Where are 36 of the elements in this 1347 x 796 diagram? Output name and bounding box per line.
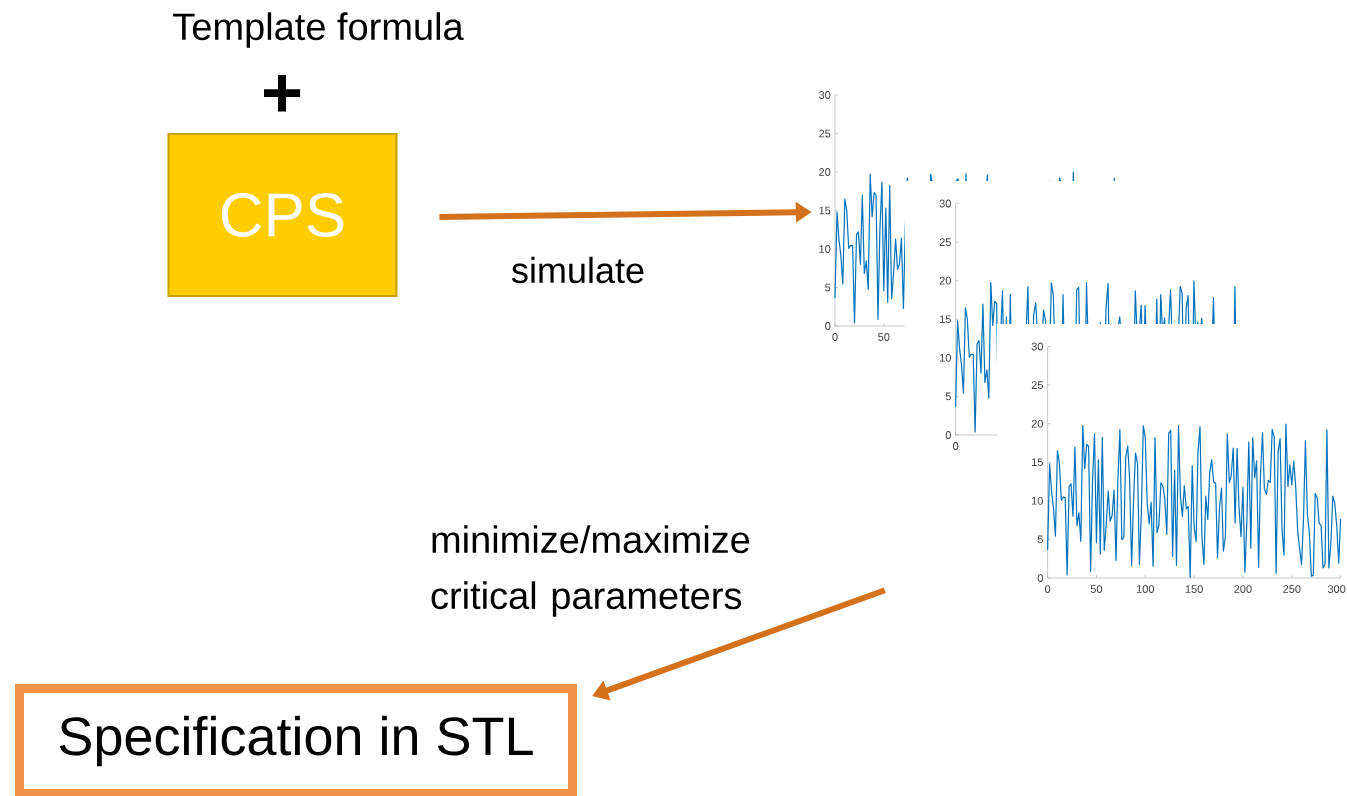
tick-label: 250	[1283, 585, 1301, 593]
tick-label: 0	[1037, 574, 1043, 582]
tick-label: 25	[1031, 381, 1043, 389]
tick-label: 10	[819, 245, 831, 253]
tick-label: 20	[1031, 419, 1043, 428]
tick-label: 100	[1136, 585, 1155, 593]
tick-label: 15	[819, 206, 831, 215]
heading-text: Template formula	[173, 12, 464, 48]
tick-label: 0	[952, 442, 959, 450]
tick-label: 0	[825, 322, 831, 330]
tick-label: 10	[1032, 496, 1043, 505]
edge-label: simulate	[512, 256, 644, 284]
tick-label: 25	[939, 238, 951, 246]
tick-label: 5	[1037, 535, 1043, 544]
tick-label: 25	[819, 129, 831, 138]
tick-label: 150	[1185, 585, 1203, 593]
tick-label: 20	[939, 276, 951, 285]
tick-label: 5	[945, 392, 951, 401]
tick-label: 30	[819, 91, 831, 99]
tick-label: 50	[1090, 585, 1103, 593]
tick-label: 30	[1031, 342, 1043, 351]
edge-label: minimize/maximize critical parameters	[431, 525, 750, 617]
tick-label: 0	[832, 333, 838, 341]
tick-label: 20	[819, 168, 831, 176]
tick-label: 30	[939, 199, 951, 208]
tick-label: 50	[878, 333, 890, 341]
tick-label: 0	[945, 431, 951, 439]
result-box: Specification in STL	[15, 684, 577, 796]
tick-label: 300	[1327, 585, 1346, 593]
tick-label: 15	[1032, 458, 1043, 467]
process-box: CPS	[167, 133, 398, 297]
tick-label: 200	[1234, 585, 1252, 593]
tick-label: 5	[825, 283, 831, 292]
tick-label: 15	[940, 315, 951, 324]
tick-label: 10	[940, 353, 951, 362]
tick-label: 0	[1044, 585, 1051, 593]
